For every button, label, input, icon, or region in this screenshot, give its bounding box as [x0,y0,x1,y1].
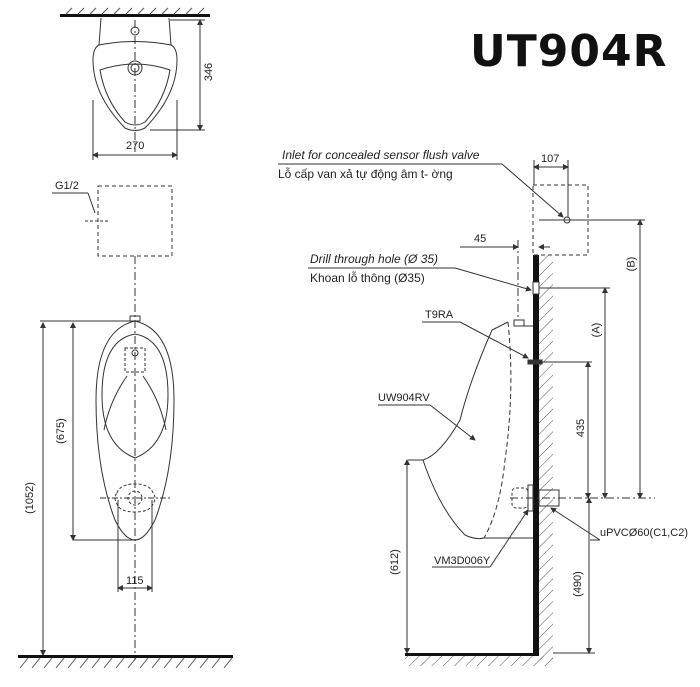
drill-label-vi: Khoan lỗ thông (Ø35) [310,271,425,285]
model-title: UT904R [470,26,668,77]
pipe-label: uPVCØ60(C1,C2) [600,527,689,539]
front-view [18,185,233,669]
dim-b-label: (B) [625,256,638,272]
outlet-height-dim: (490) [571,571,584,597]
inlet-label-vi: Lỗ cấp van xả tự động âm t- ờng [278,167,453,181]
total-height-dim: (1052) [23,482,36,514]
top-view [60,7,210,160]
dim-435-label: 435 [575,418,588,438]
dim-a-label: (A) [590,322,603,338]
outlet-width-dim: 115 [126,575,144,587]
body-height-dim: (675) [54,418,67,444]
inlet-label-en: Inlet for concealed sensor flush valve [282,148,480,162]
inlet-thread-label: G1/2 [55,180,79,192]
side-view [278,160,655,666]
inlet-offset-dim: 107 [541,153,560,165]
rim-height-dim: (612) [388,549,401,575]
drill-offset-dim: 45 [474,233,487,245]
body-part-label: UW904RV [378,392,430,404]
top-width-dim: 270 [126,140,145,152]
trap-part-label: VM3D006Y [434,555,491,567]
spreader-part-label: T9RA [425,309,454,321]
top-depth-dim: 346 [203,62,216,82]
drill-label-en: Drill through hole (Ø 35) [310,252,439,266]
